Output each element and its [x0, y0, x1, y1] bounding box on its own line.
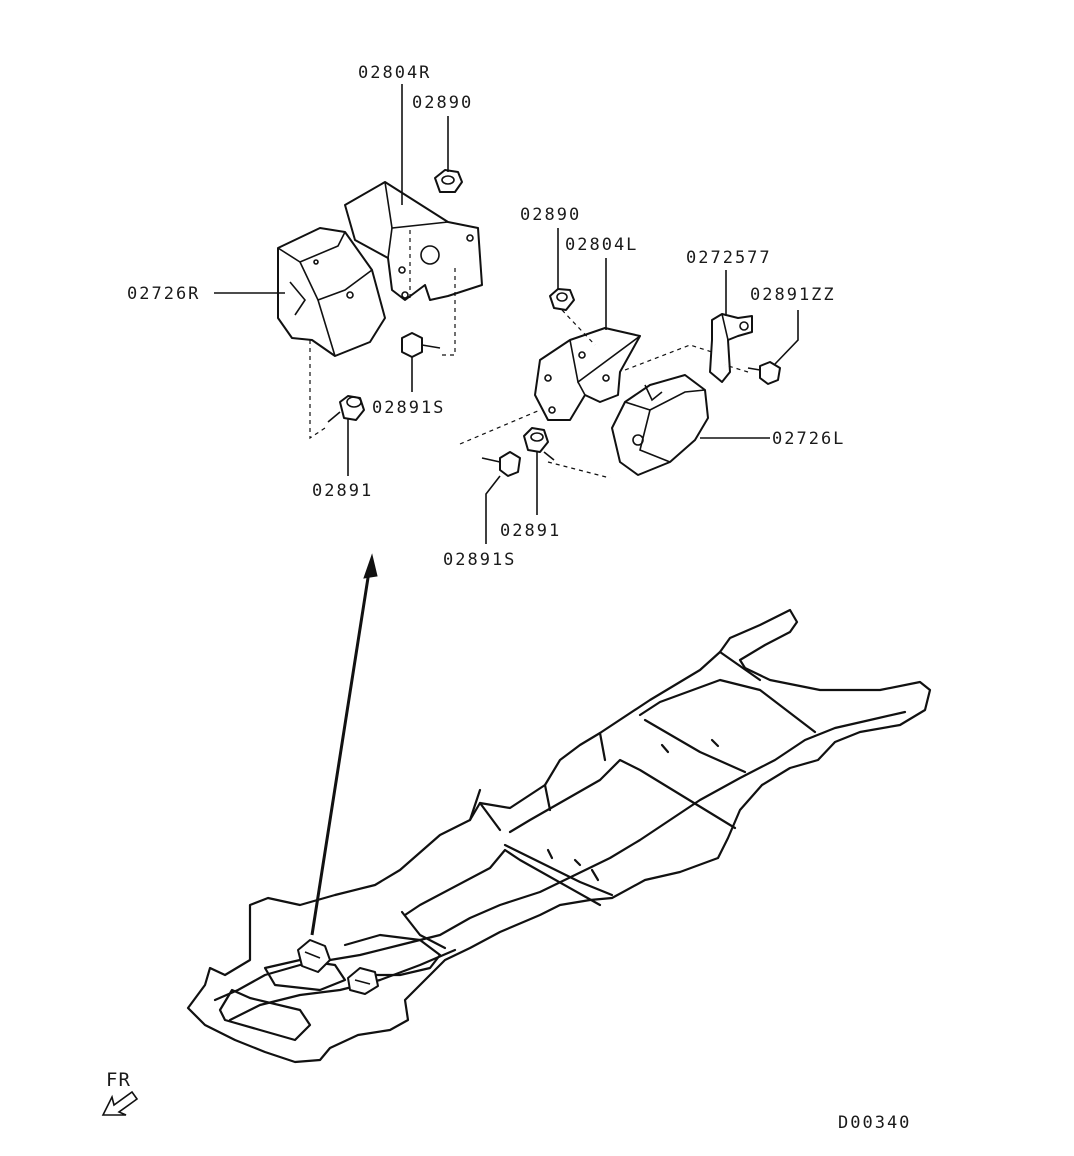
label-stopper: 0272577 — [686, 248, 772, 268]
label-mount-rh: 02726R — [127, 284, 200, 304]
label-mount-lh: 02726L — [772, 429, 845, 449]
mount-lh[interactable] — [611, 374, 709, 476]
label-bolt-s-lh: 02891S — [443, 550, 516, 570]
label-bolt-zz: 02891ZZ — [750, 285, 836, 305]
bolt-s-rh[interactable] — [401, 332, 441, 358]
front-indicator: FR — [101, 1069, 139, 1116]
chassis-frame — [186, 608, 932, 1064]
bolt-lh[interactable] — [523, 427, 555, 461]
mount-group-rh — [277, 169, 483, 440]
label-bracket-rh: 02804R — [358, 63, 431, 83]
label-bolt-lh: 02891 — [500, 521, 561, 541]
nut-lh[interactable] — [549, 288, 575, 311]
bolt-zz[interactable] — [747, 361, 781, 385]
label-bracket-lh: 02804L — [565, 235, 638, 255]
nut-rh[interactable] — [434, 169, 463, 193]
label-bolt-rh: 02891 — [312, 481, 373, 501]
bolt-s-lh[interactable] — [481, 451, 521, 477]
bolt-rh[interactable] — [327, 395, 365, 423]
mount-group-lh — [459, 288, 781, 479]
location-arrow — [310, 553, 378, 936]
stopper-bracket[interactable] — [709, 313, 753, 383]
leader-lines — [214, 84, 799, 544]
part-labels: 02804R 02890 02726R 02891S 02891 02890 0… — [127, 63, 845, 570]
label-nut-rh: 02890 — [412, 93, 473, 113]
label-bolt-s-rh: 02891S — [372, 398, 445, 418]
diagram-code: D00340 — [838, 1113, 911, 1133]
label-nut-lh: 02890 — [520, 205, 581, 225]
front-label: FR — [106, 1069, 131, 1091]
front-arrow-icon — [101, 1090, 139, 1116]
